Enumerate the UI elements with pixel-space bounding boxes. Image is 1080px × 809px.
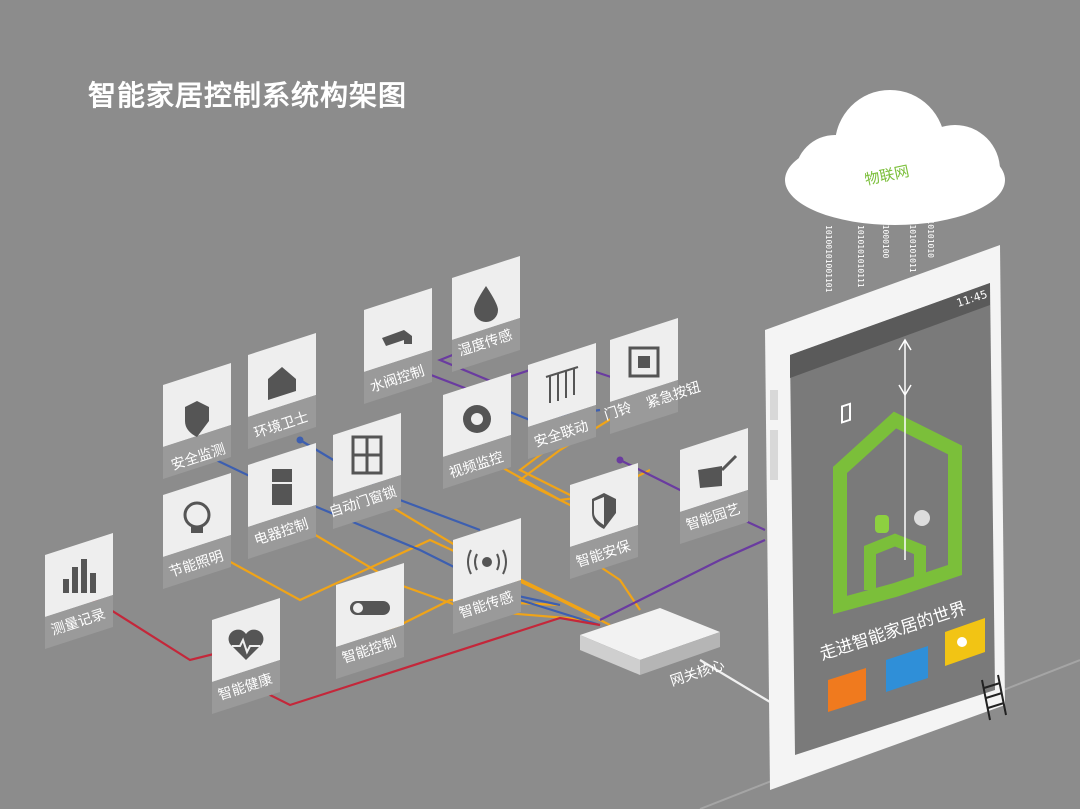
status-bar (790, 283, 990, 378)
contact-card-glyph (957, 637, 967, 647)
up-arrow-icon (898, 338, 912, 351)
fridge-icon (272, 469, 292, 505)
binary-stream: 10100101001101 (824, 225, 833, 293)
pendulum-icon (545, 366, 579, 403)
dot (296, 436, 304, 444)
wire-orange-2 (289, 519, 591, 622)
tile-dianqi-kongzhi: 电器控制 (248, 443, 316, 559)
watering-can-icon (698, 466, 722, 488)
phone-icon-glyph (841, 402, 851, 424)
tile-zhineng-jiankang: 智能健康 (212, 598, 280, 714)
down-arrow-icon (898, 384, 912, 397)
doorbell-icon (628, 346, 660, 378)
tile-zhineng-anbao: 智能安保 (570, 463, 638, 579)
wire-red-2 (249, 616, 601, 707)
tile-shipin-jiankong: 视频监控 (443, 373, 511, 489)
tile-shidu-chuangan: 湿度传感 (452, 256, 520, 372)
window-icon (351, 435, 383, 475)
wire-orange-1 (204, 538, 611, 626)
wire-purple-4 (599, 538, 766, 621)
wire-orange-7 (517, 391, 656, 521)
ladder-icon (981, 674, 1007, 721)
cloud-icon: 物联网 (785, 90, 1005, 225)
android-icon (875, 515, 889, 533)
tile-zidong-menchuangsuo: 自动门窗锁 (327, 413, 401, 529)
tile-anquan-liandong: 安全联动 (528, 343, 596, 459)
tile-zhineng-yuanyi: 智能园艺 (680, 428, 748, 544)
binary-stream: 111000100 (881, 215, 890, 259)
tile-jieneng-zhaoming: 节能照明 (163, 473, 231, 589)
tile-shuifa-kongzhi: 水阀控制 (364, 288, 432, 404)
binary-streams: 10100101001101 1010101010111 111000100 0… (824, 205, 935, 293)
tile-zhineng-chuangan: 智能传感 (453, 518, 521, 634)
bar-chart-icon (63, 559, 96, 593)
house-logo-inner (864, 533, 926, 590)
apple-icon (914, 510, 930, 526)
tile-menling: 门铃 紧急按钮 (602, 318, 702, 434)
phone-icon (828, 668, 866, 712)
binary-stream: 0101010101011 (908, 210, 917, 273)
droplet-icon (474, 286, 498, 322)
shield-icon (185, 401, 209, 437)
house-logo (833, 411, 962, 615)
gateway-label: 网关核心 (668, 657, 726, 690)
tile-huanjing-weishi: 环境卫士 (248, 333, 316, 449)
heart-pulse-icon (228, 629, 264, 660)
gateway-box: 网关核心 (580, 608, 726, 690)
signal-icon (467, 549, 507, 575)
wire-red-1 (94, 599, 231, 662)
side-button (770, 390, 778, 420)
smartphone: 11:45 走进智能家居的世界 (765, 245, 1007, 790)
binary-stream: 01010101010 (926, 205, 935, 258)
page-title: 智能家居控制系统构架图 (88, 79, 408, 112)
tile-anquan-jiance: 安全监测 (163, 363, 231, 479)
tile-zhineng-kongzhi: 智能控制 (336, 563, 404, 679)
house-plant-icon (268, 367, 296, 400)
monitor-icon (886, 646, 928, 692)
faucet-icon (382, 330, 412, 346)
binary-stream: 1010101010111 (856, 225, 865, 288)
wire-gateway-phone (699, 659, 776, 706)
tile-celiang-jilu: 测量记录 (45, 533, 113, 649)
side-button (770, 430, 778, 480)
dot (616, 456, 624, 464)
